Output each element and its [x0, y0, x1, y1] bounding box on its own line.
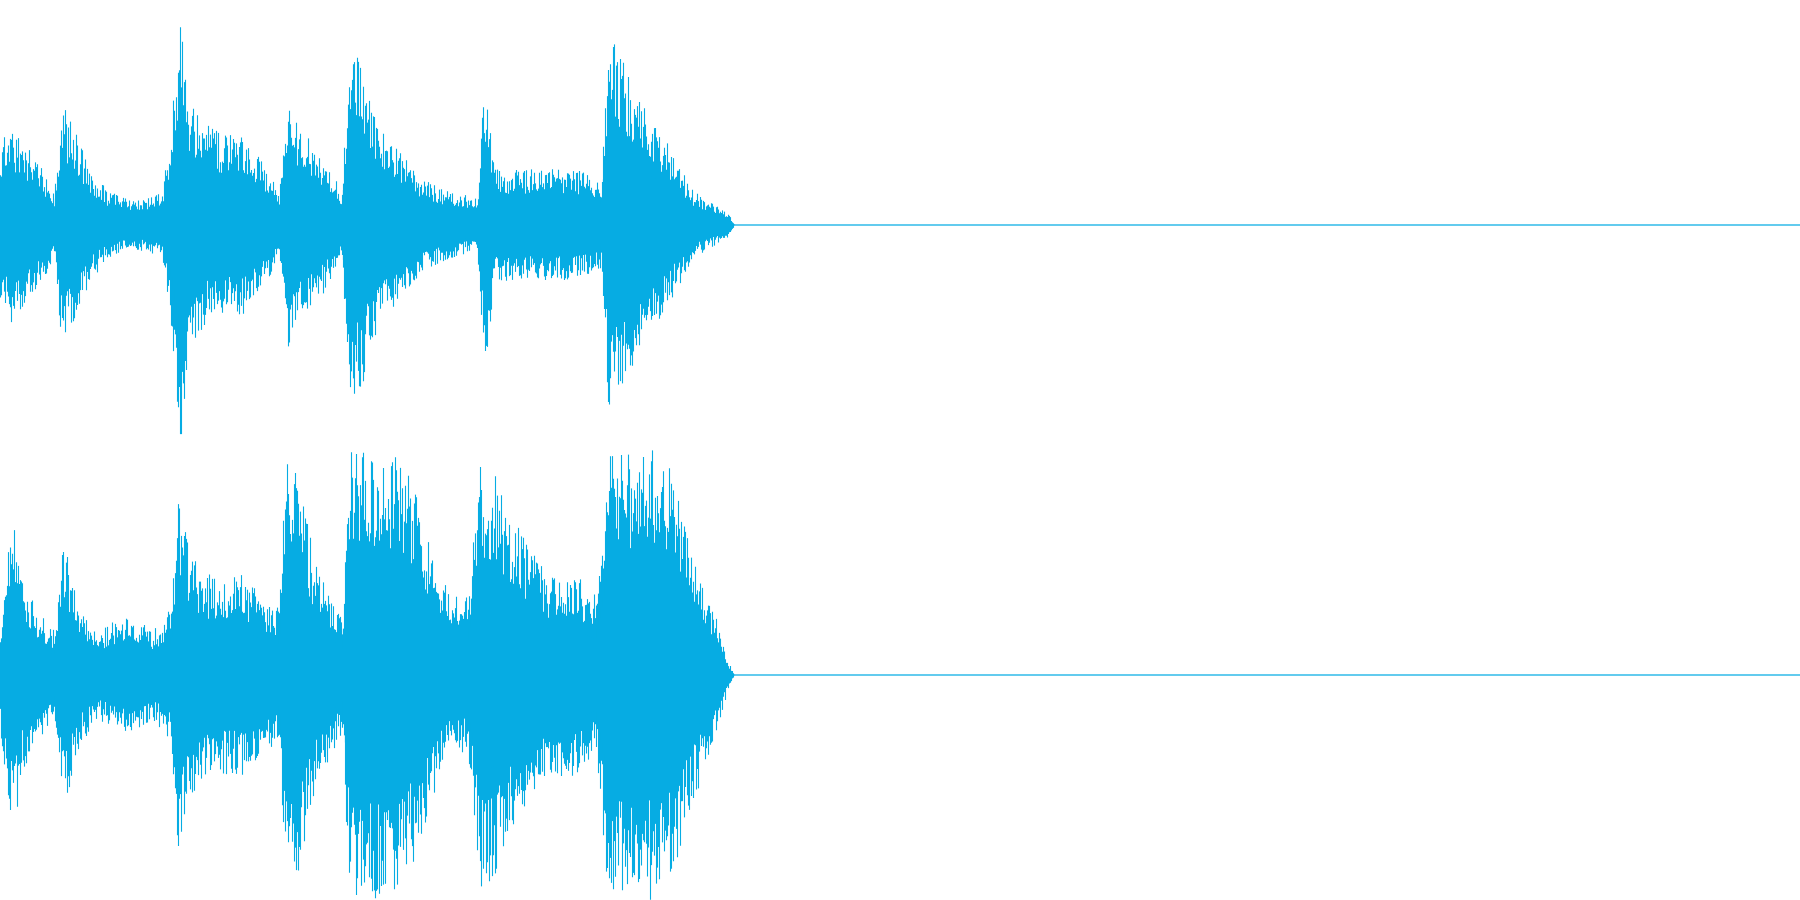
channel-2: [0, 450, 1800, 900]
channel-2-waveform-core: [0, 573, 736, 777]
channel-1-waveform-core: [0, 123, 736, 327]
channel-1: [0, 27, 1800, 435]
channels-layer: [0, 27, 1800, 900]
